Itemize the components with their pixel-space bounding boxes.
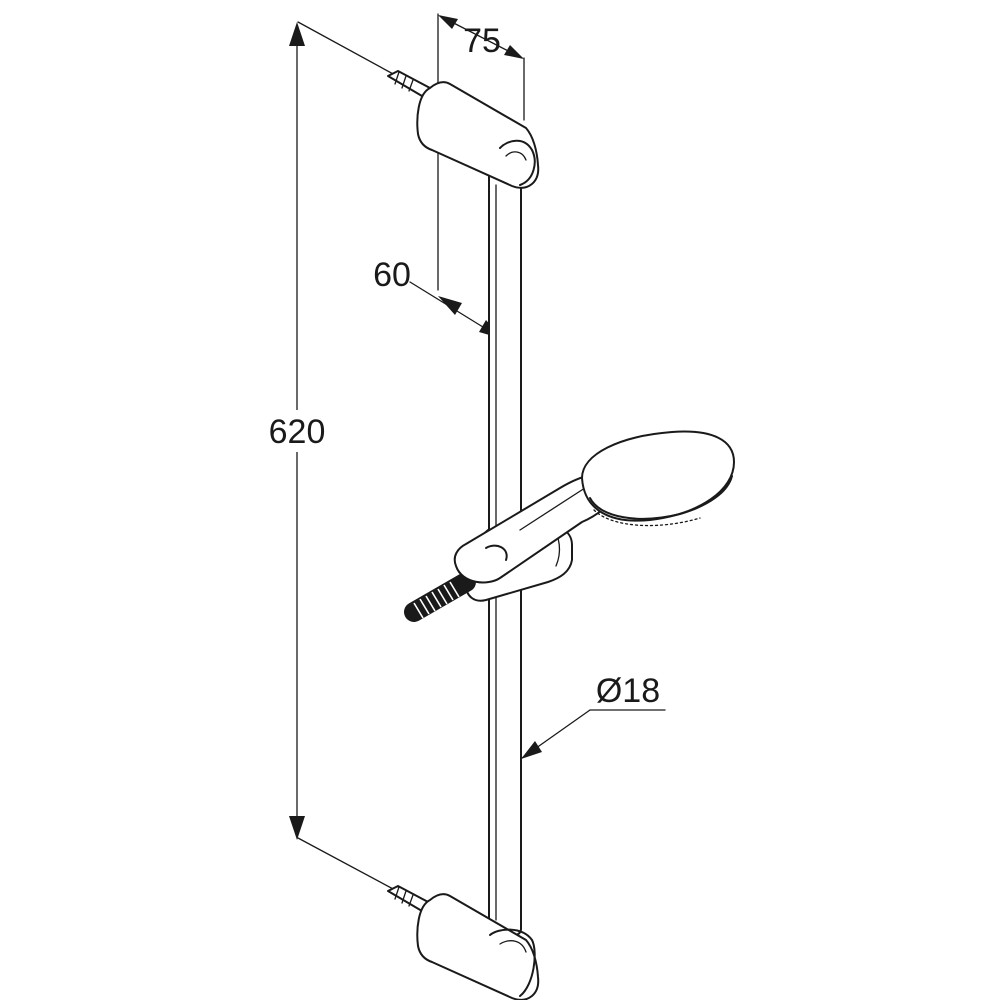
bracket-body xyxy=(416,893,540,1000)
wall-bracket-bottom xyxy=(416,893,540,1000)
dimension-label-620: 620 xyxy=(269,413,326,451)
bracket-end-detail xyxy=(499,940,527,953)
arrow-head-75-left xyxy=(438,15,458,29)
dimension-overall-length: 620 xyxy=(262,21,396,891)
extension-line-top xyxy=(297,21,396,76)
arrow-head-60-left xyxy=(438,296,462,315)
arrow-head-75-right xyxy=(504,45,524,59)
shower-head xyxy=(581,430,735,522)
extension-line-bottom xyxy=(297,837,396,891)
arrow-head-bottom xyxy=(289,816,305,840)
dimension-bar-diameter: Ø18 xyxy=(521,672,666,759)
screw-thread xyxy=(408,79,414,92)
handle-contour xyxy=(519,485,589,531)
dimension-label-diameter: Ø18 xyxy=(596,672,660,710)
wall-bracket-top xyxy=(416,81,540,189)
handle-grip-ring xyxy=(485,544,508,561)
screw-thread xyxy=(408,894,414,907)
shower-hose xyxy=(404,572,476,622)
bracket-end-cap xyxy=(489,928,536,997)
bracket-body xyxy=(416,81,540,189)
screw-thread xyxy=(401,890,407,904)
hose-body xyxy=(404,572,476,622)
screw-thread xyxy=(394,886,400,900)
bracket-end-cap xyxy=(499,139,536,186)
bracket-end-detail xyxy=(505,151,527,161)
hose-ribbing xyxy=(413,581,460,619)
shower-head-rim xyxy=(589,475,733,520)
spray-nozzles xyxy=(593,509,701,527)
hand-shower xyxy=(453,430,735,584)
label-background xyxy=(262,410,334,452)
leader-arrow-head xyxy=(521,741,542,759)
dimension-label-60: 60 xyxy=(373,256,411,294)
screw-thread xyxy=(401,75,407,89)
arrow-head-top xyxy=(289,22,305,46)
screw-thread xyxy=(394,71,400,85)
dimension-label-75: 75 xyxy=(463,22,501,60)
